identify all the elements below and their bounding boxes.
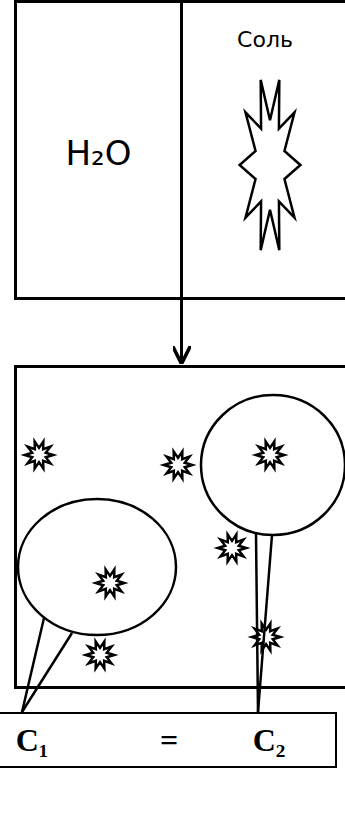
solution-vessel — [16, 367, 345, 688]
concentration-symbol: C₁ — [7, 722, 57, 759]
mixing-arrow — [180, 300, 183, 362]
substance-label: H₂O — [17, 133, 180, 173]
sample-bubble — [18, 499, 176, 712]
equation-box: C₁ = C₂ — [0, 712, 337, 768]
concentration-symbol: C₂ — [244, 722, 294, 759]
salt-compartment: Соль — [180, 0, 345, 300]
substance-label: Соль — [183, 27, 345, 52]
salt-crystal — [240, 80, 301, 250]
water-compartment: H₂O — [14, 0, 183, 300]
dissolved-particles — [25, 441, 284, 668]
sample-bubble — [201, 395, 345, 712]
equals-sign: = — [149, 722, 189, 759]
